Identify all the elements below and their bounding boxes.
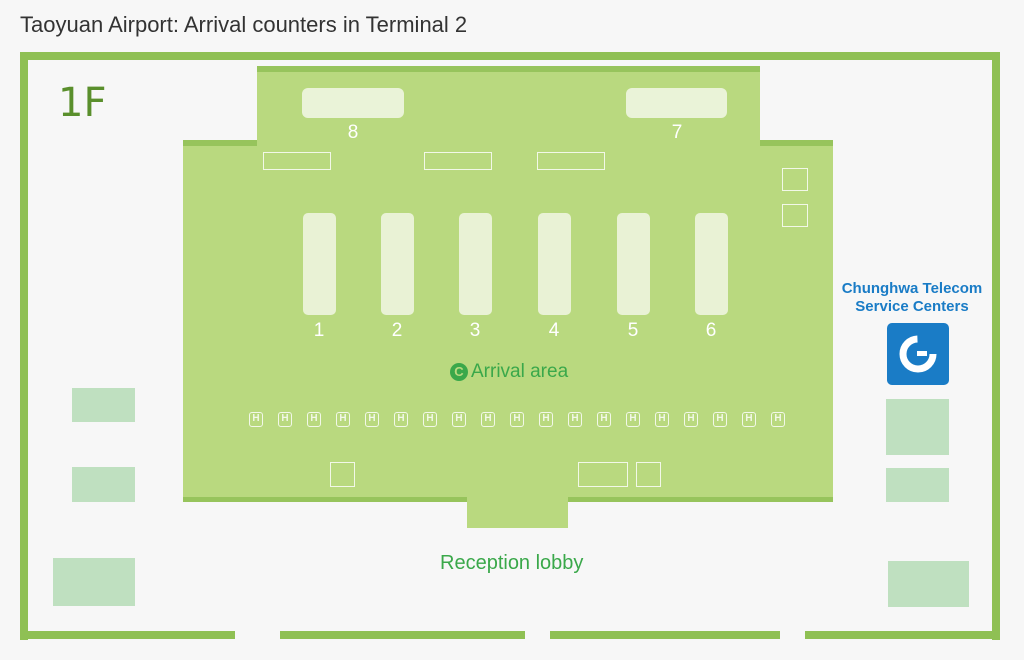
edge bbox=[183, 497, 467, 502]
luggage-cart-icon: H bbox=[307, 412, 321, 427]
service-counter bbox=[72, 467, 135, 502]
counter bbox=[782, 204, 808, 227]
telecom-line1: Chunghwa Telecom bbox=[841, 280, 983, 297]
gate-8[interactable] bbox=[302, 88, 404, 118]
floor-label: 1F bbox=[58, 80, 107, 126]
map-title: Taoyuan Airport: Arrival counters in Ter… bbox=[20, 12, 468, 37]
telecom-line2: Service Centers bbox=[855, 298, 969, 315]
edge bbox=[568, 497, 833, 502]
belt-number: 2 bbox=[391, 320, 403, 341]
luggage-cart-icon: H bbox=[597, 412, 611, 427]
counter bbox=[330, 462, 355, 487]
service-counter bbox=[72, 388, 135, 422]
customs-icon: C bbox=[450, 363, 468, 381]
belt-number: 3 bbox=[469, 320, 481, 341]
service-counter bbox=[888, 561, 969, 607]
edge bbox=[760, 140, 833, 146]
service-counter bbox=[53, 558, 135, 606]
chunghwa-telecom-icon[interactable] bbox=[887, 323, 949, 385]
luggage-cart-icon: H bbox=[626, 412, 640, 427]
belt-number: 1 bbox=[313, 320, 325, 341]
arrival-area bbox=[183, 140, 833, 500]
baggage-belt-2[interactable] bbox=[381, 213, 414, 315]
counter bbox=[537, 152, 605, 170]
baggage-belt-6[interactable] bbox=[695, 213, 728, 315]
luggage-cart-icon: H bbox=[539, 412, 553, 427]
gate-7[interactable] bbox=[626, 88, 727, 118]
counter bbox=[782, 168, 808, 191]
telecom-label: Chunghwa Telecom Service Centers bbox=[832, 280, 992, 316]
belt-number: 4 bbox=[548, 320, 560, 341]
luggage-cart-icon: H bbox=[655, 412, 669, 427]
belt-number: 5 bbox=[627, 320, 639, 341]
luggage-cart-icon: H bbox=[481, 412, 495, 427]
luggage-cart-icon: H bbox=[684, 412, 698, 427]
wall-bottom bbox=[805, 631, 1000, 639]
luggage-cart-icon: H bbox=[336, 412, 350, 427]
wall-bottom bbox=[550, 631, 780, 639]
edge bbox=[183, 140, 257, 146]
wall-bottom bbox=[20, 631, 235, 639]
baggage-belt-5[interactable] bbox=[617, 213, 650, 315]
luggage-cart-icon: H bbox=[713, 412, 727, 427]
luggage-cart-icon: H bbox=[771, 412, 785, 427]
luggage-cart-icon: H bbox=[394, 412, 408, 427]
service-counter bbox=[886, 468, 949, 502]
luggage-cart-icon: H bbox=[423, 412, 437, 427]
reception-lobby-label: Reception lobby bbox=[440, 552, 584, 574]
baggage-belt-3[interactable] bbox=[459, 213, 492, 315]
edge bbox=[257, 66, 760, 72]
baggage-belt-1[interactable] bbox=[303, 213, 336, 315]
counter bbox=[636, 462, 661, 487]
arrival-label-text: Arrival area bbox=[471, 361, 569, 382]
luggage-cart-icon: H bbox=[365, 412, 379, 427]
service-counter bbox=[886, 399, 949, 455]
wall-top bbox=[20, 52, 1000, 60]
wall-left bbox=[20, 52, 28, 640]
gate-number: 8 bbox=[347, 122, 359, 143]
luggage-cart-icon: H bbox=[510, 412, 524, 427]
belt-number: 6 bbox=[705, 320, 717, 341]
baggage-belt-4[interactable] bbox=[538, 213, 571, 315]
luggage-cart-icon: H bbox=[249, 412, 263, 427]
gate-number: 7 bbox=[671, 122, 683, 143]
counter bbox=[263, 152, 331, 170]
counter bbox=[424, 152, 492, 170]
luggage-cart-icon: H bbox=[278, 412, 292, 427]
wall-bottom bbox=[280, 631, 525, 639]
luggage-cart-icon: H bbox=[568, 412, 582, 427]
arrival-area-label: C Arrival area bbox=[450, 361, 568, 383]
exit-corridor bbox=[467, 498, 568, 528]
counter bbox=[578, 462, 628, 487]
wall-right bbox=[992, 52, 1000, 640]
luggage-cart-icon: H bbox=[742, 412, 756, 427]
luggage-cart-icon: H bbox=[452, 412, 466, 427]
